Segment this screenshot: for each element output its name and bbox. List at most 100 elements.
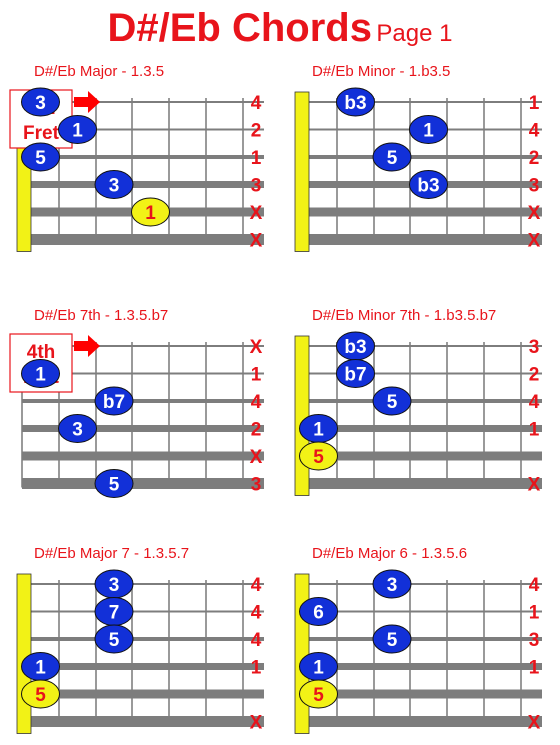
string-label: X: [250, 337, 263, 358]
finger-dot: 3: [21, 87, 60, 117]
fret-position-label: Fret: [23, 123, 60, 144]
finger-dot: 1: [21, 359, 60, 388]
string-line: [300, 207, 542, 217]
fret-line: [446, 342, 448, 488]
finger-dot: 1: [409, 115, 448, 144]
fret-line: [409, 580, 411, 726]
string-label: 4: [251, 392, 262, 413]
finger-dot: 3: [94, 170, 134, 199]
nut-bar: [16, 573, 32, 734]
dot-shape: [409, 115, 448, 144]
fret-position-label: 4th: [27, 342, 56, 363]
finger-dot: 5: [372, 142, 412, 172]
chord-diagram-major: D#/Eb Major - 1.3.54213XX3rdFret31531: [9, 63, 264, 252]
string-label: X: [250, 231, 263, 252]
string-label: 4: [251, 603, 262, 624]
dot-label: b7: [344, 365, 366, 386]
string-line: [22, 478, 264, 489]
dot-label: 1: [423, 121, 434, 142]
fret-line: [205, 342, 207, 488]
fret-line: [373, 342, 375, 488]
page-title: D#/Eb Chords Page 1: [0, 6, 560, 51]
fret-line: [131, 342, 133, 488]
fret-line: [168, 342, 170, 488]
dot-label: b3: [417, 176, 439, 197]
finger-dot: b7: [336, 359, 375, 388]
string-line: [300, 610, 542, 613]
dot-shape: [409, 170, 448, 199]
fret-line: [242, 98, 244, 244]
dot-shape: [299, 597, 338, 626]
string-line: [300, 101, 542, 103]
dot-label: 3: [109, 176, 120, 197]
dot-label: 3: [35, 93, 46, 114]
chord-title: D#/Eb 7th - 1.3.5.b7: [34, 307, 168, 324]
fret-line: [95, 98, 97, 244]
dot-label: 5: [35, 685, 46, 706]
string-label: 4: [251, 93, 262, 114]
string-line: [300, 345, 542, 347]
dot-shape: [94, 624, 134, 654]
finger-dot: 3: [94, 569, 134, 599]
fret-line: [336, 98, 338, 244]
dot-shape: [372, 142, 412, 172]
finger-dot: 1: [21, 652, 60, 681]
dot-shape: [58, 414, 97, 443]
fret-line: [131, 580, 133, 726]
string-label: 1: [529, 658, 540, 679]
dot-shape: [21, 679, 60, 709]
fret-pointer-arrow-icon: [74, 91, 100, 113]
string-line: [22, 372, 264, 375]
dot-label: 5: [313, 685, 324, 706]
string-label: 4: [529, 392, 540, 413]
fret-line: [520, 342, 522, 488]
string-line: [22, 583, 264, 585]
string-line: [300, 155, 542, 159]
dot-label: 5: [387, 392, 398, 413]
string-label: 3: [529, 630, 540, 651]
string-line: [300, 637, 542, 641]
string-label: 1: [251, 148, 262, 169]
nut-bar: [294, 335, 310, 496]
chord-title: D#/Eb Major - 1.3.5: [34, 63, 164, 80]
fret-line: [336, 580, 338, 726]
root-note-dot: 5: [299, 441, 338, 471]
dot-label: 3: [72, 420, 83, 441]
fret-line: [168, 580, 170, 726]
dot-shape: [94, 170, 134, 199]
dot-label: 5: [387, 148, 398, 169]
string-label: 3: [251, 176, 262, 197]
dot-label: 7: [109, 603, 120, 624]
string-line: [22, 610, 264, 613]
fret-line: [131, 98, 133, 244]
string-line: [300, 451, 542, 461]
dot-label: 5: [109, 475, 120, 496]
finger-dot: b3: [336, 331, 375, 361]
string-line: [22, 637, 264, 641]
dot-shape: [336, 359, 375, 388]
dot-shape: [131, 197, 170, 227]
string-label: 3: [251, 475, 262, 496]
string-label: X: [528, 231, 541, 252]
dot-label: 1: [35, 365, 46, 386]
finger-dot: 5: [21, 142, 60, 172]
dot-label: 1: [313, 420, 324, 441]
string-line: [300, 399, 542, 403]
string-line: [22, 128, 264, 131]
finger-dot: 5: [372, 386, 412, 416]
fret-line: [483, 580, 485, 726]
dot-shape: [336, 87, 375, 117]
string-line: [22, 716, 264, 727]
string-label: X: [528, 713, 541, 734]
string-label: 1: [251, 658, 262, 679]
string-line: [22, 399, 264, 403]
string-line: [22, 425, 264, 432]
finger-dot: 1: [299, 414, 338, 443]
dot-shape: [372, 624, 412, 654]
root-note-dot: 5: [299, 679, 338, 709]
string-label: 1: [529, 603, 540, 624]
fret-line: [205, 580, 207, 726]
